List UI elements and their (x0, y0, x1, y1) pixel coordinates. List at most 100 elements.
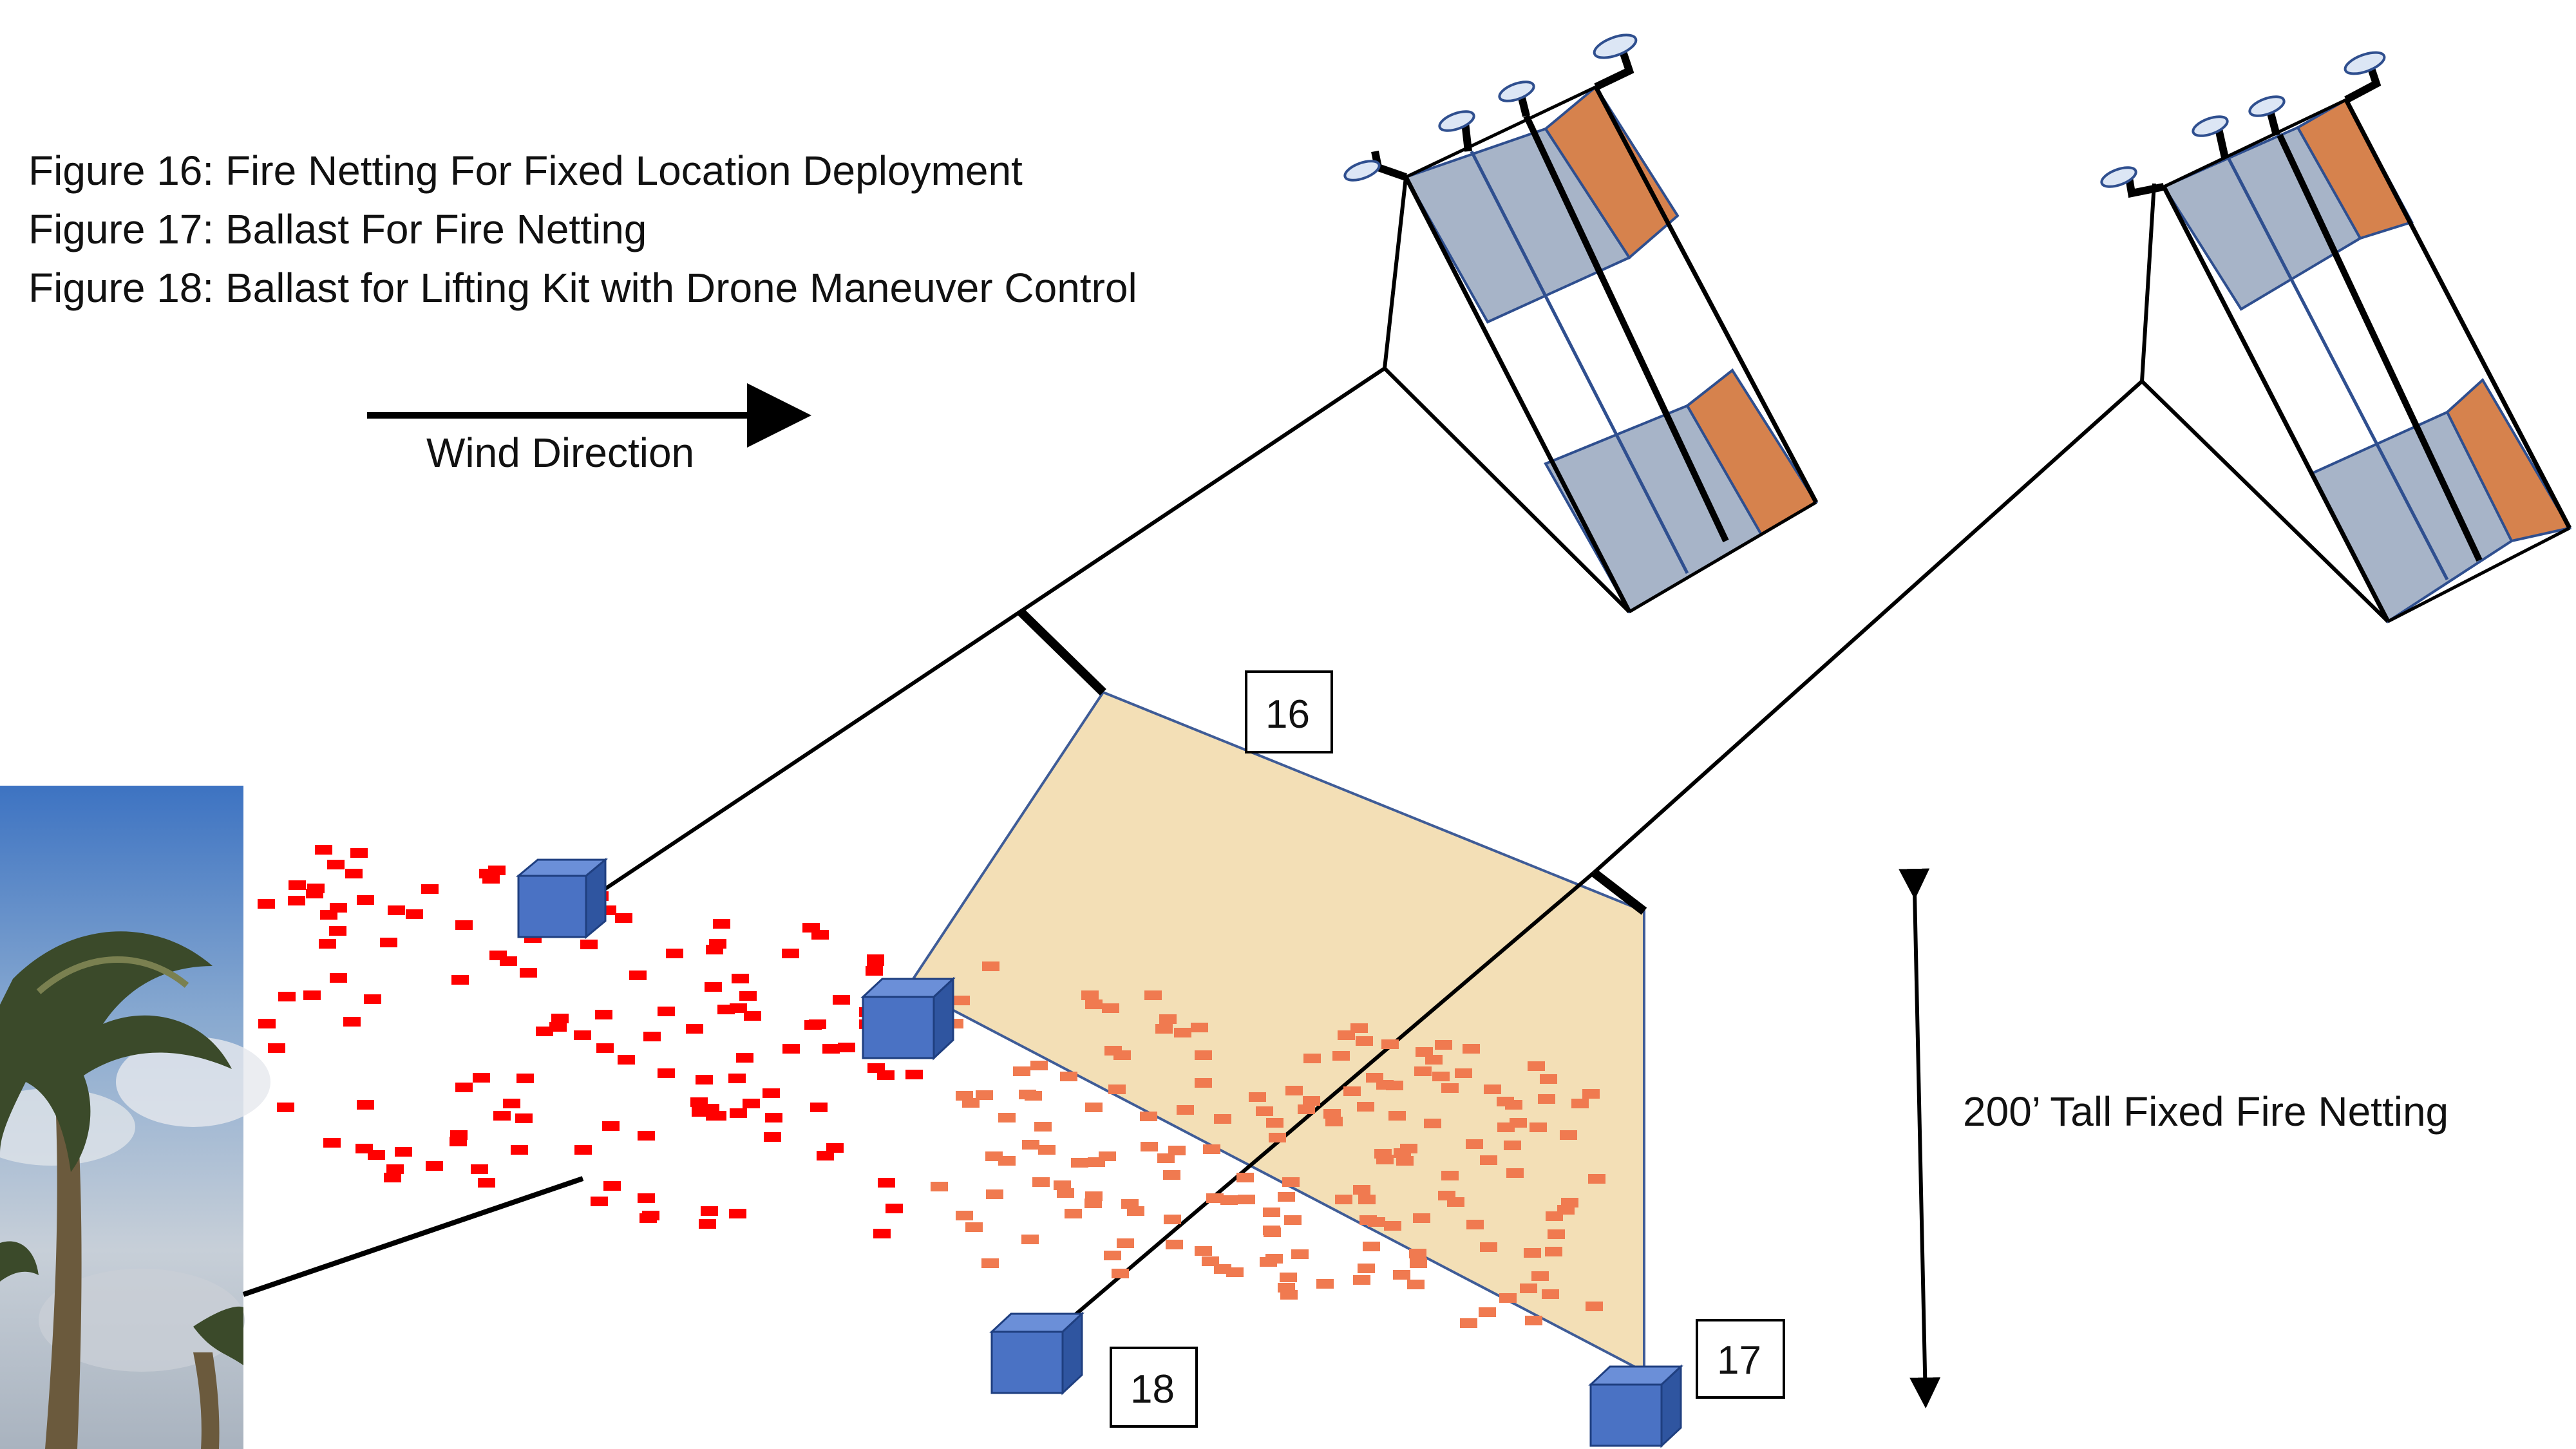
ember-particle (699, 1219, 716, 1229)
ember-particle (1298, 1104, 1315, 1114)
ember-particle (1108, 1084, 1126, 1094)
ember-particle (1085, 1191, 1103, 1201)
ember-particle (511, 1145, 528, 1155)
ember-particle (1081, 990, 1099, 1000)
ember-particle (782, 1044, 800, 1054)
ember-particle (732, 974, 749, 983)
ember-particle (1425, 1055, 1443, 1065)
ember-particle (471, 1164, 488, 1174)
ember-particle (1561, 1198, 1578, 1208)
ember-particle (1249, 1092, 1266, 1102)
ember-particle (493, 1111, 511, 1121)
ember-particle (1438, 1191, 1455, 1200)
ember-particle (1164, 1215, 1181, 1224)
ember-particle (1071, 1158, 1088, 1168)
ember-particle (615, 913, 632, 923)
ember-particle (551, 1014, 569, 1023)
ember-particle (1460, 1318, 1477, 1328)
ember-particle (810, 1103, 828, 1112)
ember-particle (1441, 1171, 1459, 1180)
ember-particle (1432, 1072, 1450, 1081)
ember-particle (1353, 1275, 1370, 1285)
ember-particle (765, 1113, 782, 1122)
ember-particle (303, 990, 321, 1000)
ember-particle (1466, 1139, 1483, 1149)
figure-17-caption: Figure 17: Ballast For Fire Netting (28, 206, 647, 252)
ember-particle (1206, 1193, 1224, 1203)
ember-particle (709, 939, 726, 949)
ember-particle (258, 899, 275, 909)
callout-16: 16 (1245, 670, 1333, 753)
ember-particle (426, 1161, 443, 1171)
ember-particle (744, 1011, 761, 1021)
ember-particle (1384, 1221, 1401, 1231)
ember-particle (1285, 1086, 1303, 1095)
ember-particle (1085, 999, 1103, 1009)
ember-particle (386, 1164, 404, 1174)
ember-particle (833, 995, 850, 1005)
ember-particle (931, 1182, 948, 1191)
ember-particle (355, 1144, 373, 1153)
ember-particle (258, 1019, 276, 1028)
ember-particle (1265, 1254, 1283, 1264)
ember-particle (809, 1019, 826, 1029)
callout-16-label: 16 (1265, 692, 1310, 737)
ember-particle (1571, 1099, 1589, 1108)
ember-particle (500, 956, 517, 966)
ember-particle (782, 949, 799, 958)
ember-particle (1104, 1251, 1121, 1260)
ember-particle (643, 1032, 661, 1041)
ember-particle (350, 848, 368, 858)
ember-particle (277, 1103, 294, 1112)
ember-particle (473, 1073, 490, 1083)
ember-particle (985, 1151, 1003, 1161)
ember-particle (701, 1206, 718, 1216)
ember-particle (380, 938, 397, 947)
ember-particle (1102, 1003, 1119, 1013)
ember-particle (1356, 1036, 1373, 1046)
ballast-block-lifting-kit (515, 857, 609, 940)
ember-particle (802, 923, 820, 933)
ember-particle (1159, 1014, 1177, 1024)
ember-particle (1117, 1238, 1134, 1248)
ember-particle (729, 1209, 746, 1218)
ember-particle (1441, 1083, 1459, 1093)
ember-particle (306, 889, 323, 898)
ember-particle (1338, 1030, 1355, 1040)
ember-particle (591, 1197, 608, 1206)
ember-particle (1195, 1246, 1212, 1256)
ember-particle (1582, 1089, 1600, 1099)
ember-particle (1303, 1096, 1320, 1106)
ember-particle (1065, 1209, 1082, 1218)
ember-particle (1531, 1271, 1549, 1281)
ember-particle (1484, 1084, 1501, 1094)
ember-particle (1497, 1097, 1514, 1106)
ember-particle (965, 1222, 983, 1232)
ember-particle (1220, 1195, 1238, 1205)
ember-particle (1530, 1122, 1547, 1132)
ember-particle (329, 926, 346, 936)
ember-particle (323, 1138, 341, 1148)
ember-particle (1455, 1068, 1472, 1078)
ember-particle (549, 1022, 567, 1032)
ember-particle (455, 920, 473, 930)
ember-particle (658, 1068, 675, 1078)
ember-particle (1560, 1130, 1577, 1140)
figure-16-caption: Figure 16: Fire Netting For Fixed Locati… (28, 147, 1023, 194)
ember-particle (1263, 1226, 1280, 1235)
ember-particle (1504, 1141, 1521, 1150)
ember-particle (319, 939, 336, 949)
ember-particle (730, 1003, 747, 1013)
ember-particle (1263, 1208, 1280, 1217)
ember-particle (1546, 1211, 1563, 1221)
ember-particle (574, 1145, 592, 1155)
height-label: 200’ Tall Fixed Fire Netting (1963, 1088, 2448, 1135)
ember-particle (826, 1143, 844, 1153)
ember-particle (1021, 1235, 1039, 1244)
ember-particle (343, 1017, 361, 1027)
ember-particle (1393, 1270, 1410, 1280)
ember-particle (1480, 1242, 1497, 1252)
ember-particle (327, 860, 345, 869)
ember-particle (384, 1173, 401, 1182)
